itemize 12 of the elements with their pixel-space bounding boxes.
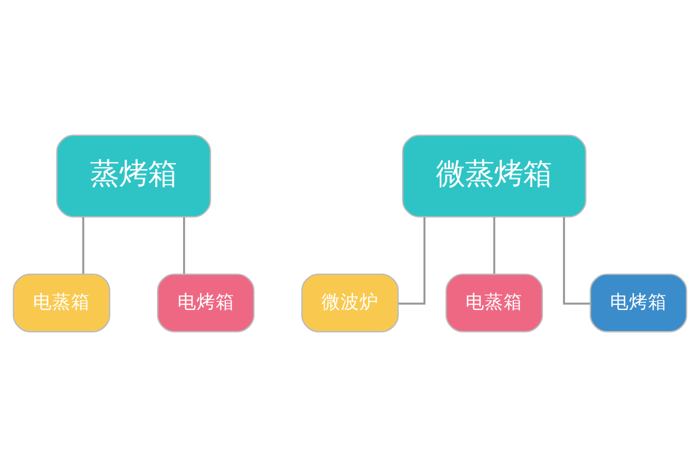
connector [563, 217, 590, 305]
node-box: 电蒸箱 [445, 274, 543, 332]
connector [398, 217, 426, 305]
node-box: 电烤箱 [157, 274, 255, 332]
connector [183, 216, 186, 274]
node-box: 蒸烤箱 [56, 134, 212, 218]
connector [493, 216, 496, 274]
node-box: 微蒸烤箱 [402, 134, 586, 218]
node-box: 电烤箱 [590, 274, 688, 332]
node-box: 微波炉 [301, 274, 399, 332]
connector [82, 216, 84, 274]
node-box: 电蒸箱 [12, 274, 110, 332]
